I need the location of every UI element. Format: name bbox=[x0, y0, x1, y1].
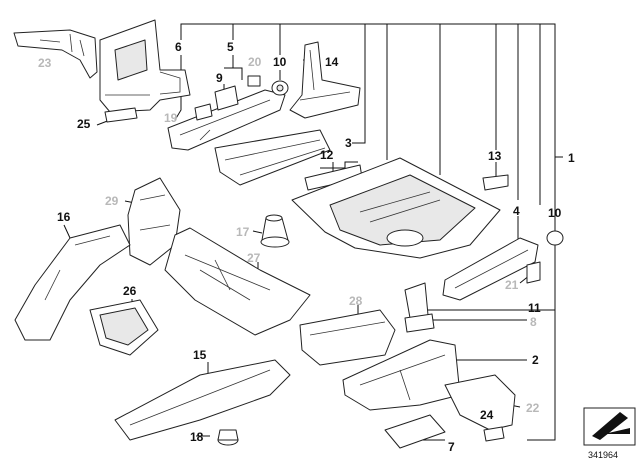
callout-28: 28 bbox=[349, 294, 363, 308]
part-21-clip bbox=[526, 261, 541, 284]
part-17-boot bbox=[260, 214, 290, 248]
part-27-floor-panel bbox=[164, 227, 311, 336]
callout-8: 8 bbox=[530, 315, 537, 329]
callout-10: 10 bbox=[273, 55, 287, 69]
callout-12: 12 bbox=[320, 148, 334, 162]
callout-6: 6 bbox=[175, 40, 182, 54]
callout-9: 9 bbox=[216, 71, 223, 85]
callout-23: 23 bbox=[38, 56, 52, 70]
callout-22: 22 bbox=[526, 401, 540, 415]
callout-27: 27 bbox=[247, 251, 261, 265]
part-2-floor-section bbox=[342, 339, 461, 411]
part-25-clip bbox=[104, 107, 138, 123]
diagram-id-badge bbox=[583, 407, 636, 446]
part-11-bracket bbox=[404, 282, 429, 319]
part-7-plate bbox=[384, 414, 446, 449]
part-13-clip bbox=[482, 174, 509, 191]
callout-17: 17 bbox=[236, 225, 250, 239]
callout-1: 1 bbox=[568, 151, 575, 165]
callout-10: 10 bbox=[548, 206, 562, 220]
part-24-clip bbox=[483, 426, 505, 442]
part-10b-grommet bbox=[546, 230, 564, 246]
callout-25: 25 bbox=[77, 117, 91, 131]
part-19-clip bbox=[194, 103, 213, 121]
callout-29: 29 bbox=[105, 194, 119, 208]
callout-19: 19 bbox=[164, 111, 178, 125]
callout-16: 16 bbox=[57, 210, 71, 224]
callout-14: 14 bbox=[325, 55, 339, 69]
part-4-side-member bbox=[442, 237, 539, 301]
part-9-bracket bbox=[214, 85, 239, 111]
part-16-wheel-arch bbox=[14, 224, 131, 341]
callout-11: 11 bbox=[528, 301, 541, 315]
part-18-plug bbox=[217, 429, 239, 446]
part-28-panel bbox=[299, 309, 396, 366]
part-3-tray bbox=[214, 129, 331, 186]
part-26-frame bbox=[89, 299, 159, 356]
callout-15: 15 bbox=[193, 348, 207, 362]
callout-4: 4 bbox=[513, 204, 520, 218]
part-spare-wheel-well bbox=[291, 157, 501, 259]
callout-26: 26 bbox=[123, 284, 137, 298]
callout-21: 21 bbox=[505, 278, 519, 292]
part-10-grommet bbox=[271, 80, 289, 96]
callout-20: 20 bbox=[248, 55, 262, 69]
part-6-rear-rail bbox=[167, 89, 286, 151]
diagram-id: 341964 bbox=[588, 450, 618, 460]
part-side-wall-panel bbox=[99, 19, 191, 113]
part-22-bracket bbox=[444, 374, 516, 431]
callout-24: 24 bbox=[480, 408, 494, 422]
part-15-rail bbox=[114, 359, 291, 441]
part-14-cross-member bbox=[289, 41, 361, 119]
part-23-bracket bbox=[13, 29, 98, 79]
part-20-clip bbox=[247, 75, 261, 87]
callout-3: 3 bbox=[345, 136, 352, 150]
callout-7: 7 bbox=[448, 440, 455, 454]
part-29-bracket bbox=[127, 177, 181, 266]
part-8-bracket bbox=[404, 313, 435, 333]
callout-2: 2 bbox=[532, 353, 539, 367]
callout-13: 13 bbox=[488, 149, 502, 163]
callout-18: 18 bbox=[190, 430, 204, 444]
callout-5: 5 bbox=[227, 40, 234, 54]
